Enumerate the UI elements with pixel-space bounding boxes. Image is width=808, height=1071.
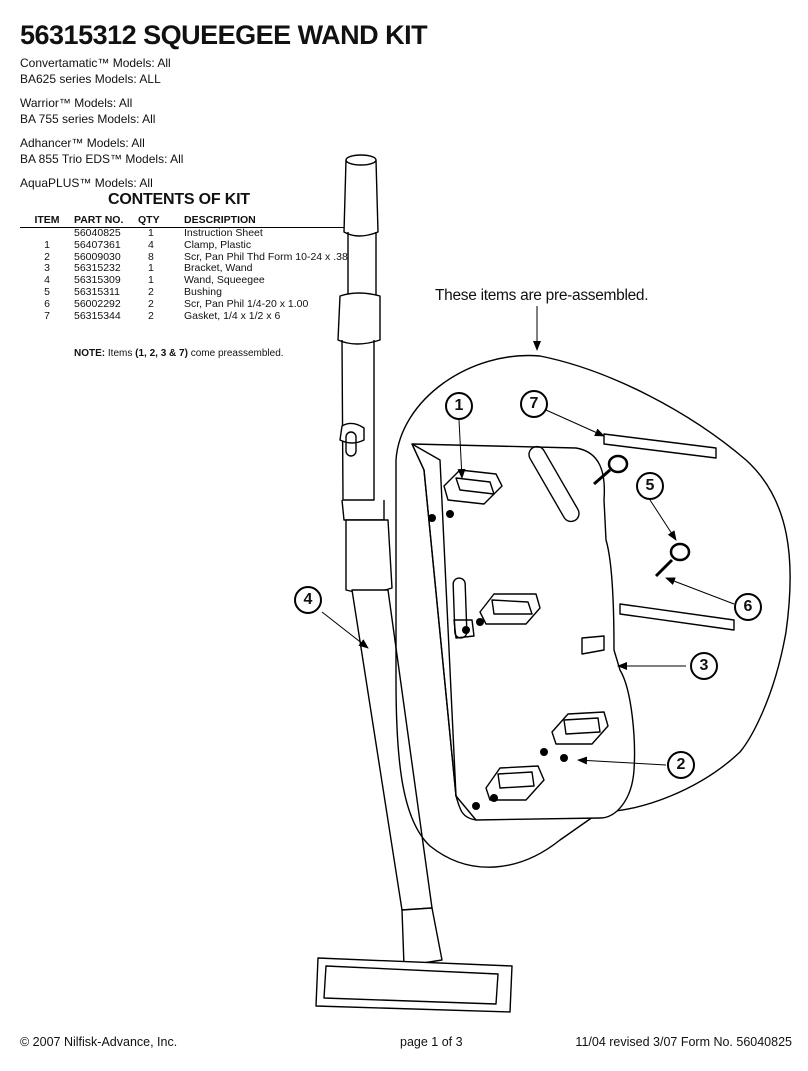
cell-part: 56315344 — [74, 309, 121, 322]
note-label: NOTE: — [74, 348, 106, 359]
cell-desc: Wand, Squeegee — [184, 274, 265, 287]
model-line: Warrior™ Models: All — [20, 96, 133, 110]
table-row: 3 56315232 1 Bracket, Wand — [20, 263, 356, 275]
table-row: 4 56315309 1 Wand, Squeegee — [20, 274, 356, 287]
header-item: ITEM — [20, 214, 74, 228]
cell-qty: 1 — [148, 262, 154, 275]
gasket-bottom — [619, 603, 735, 631]
leader-6 — [665, 577, 735, 605]
table-row: 7 56315344 2 Gasket, 1/4 x 1/2 x 6 — [20, 309, 356, 323]
clamp-lower-left — [485, 765, 545, 801]
compatible-models: Convertamatic™ Models: All BA625 series … — [20, 56, 183, 201]
callout-3: 3 — [690, 652, 718, 680]
cell-part: 56315311 — [74, 285, 120, 298]
header-qty: QTY — [138, 214, 184, 228]
assembly-outline — [395, 354, 791, 868]
cell-item: 1 — [44, 238, 50, 251]
cell-desc: Bushing — [184, 285, 222, 298]
bushing-lower — [669, 542, 691, 562]
cell-part: 56002292 — [74, 297, 121, 310]
table-row: 5 56315311 2 Bushing — [20, 285, 356, 299]
table-row: 2 56009030 8 Scr, Pan Phil Thd Form 10-24 x… — [20, 250, 356, 264]
cell-item: 4 — [44, 274, 50, 287]
cell-qty: 1 — [148, 274, 154, 287]
cell-desc: Scr, Pan Phil 1/4-20 x 1.00 — [184, 297, 309, 310]
cell-qty: 8 — [148, 250, 154, 263]
fastener-screws — [428, 510, 568, 810]
table-row: 56040825 1 Instruction Sheet — [20, 227, 356, 240]
screw-top — [593, 468, 611, 486]
wand-bracket — [411, 443, 636, 821]
footer-page-number: page 1 of 3 — [400, 1035, 463, 1049]
preassembled-note: NOTE: Items (1, 2, 3 & 7) come preassemb… — [74, 348, 284, 359]
cell-qty: 2 — [148, 309, 154, 322]
table-row: 6 56002292 2 Scr, Pan Phil 1/4-20 x 1.00 — [20, 297, 356, 311]
cell-desc: Bracket, Wand — [184, 262, 253, 275]
model-group-adhancer: Adhancer™ Models: All BA 855 Trio EDS™ M… — [20, 136, 183, 167]
model-line: Convertamatic™ Models: All — [20, 56, 171, 70]
contents-title: CONTENTS OF KIT — [108, 191, 250, 208]
cell-part: 56040825 — [74, 227, 121, 239]
model-line: Adhancer™ Models: All — [20, 136, 145, 150]
model-line: BA 755 series Models: All — [20, 111, 156, 126]
cell-qty: 2 — [148, 297, 154, 310]
table-row: 1 56407361 4 Clamp, Plastic — [20, 238, 356, 252]
cell-desc: Scr, Pan Phil Thd Form 10-24 x .38 — [184, 250, 348, 263]
leader-1 — [457, 419, 466, 479]
footer-copyright: © 2007 Nilfisk-Advance, Inc. — [20, 1035, 178, 1049]
footer-form-number: 11/04 revised 3/07 Form No. 56040825 — [575, 1035, 792, 1049]
callout-4: 4 — [294, 586, 322, 614]
clamp-middle — [479, 593, 541, 625]
leader-5 — [649, 499, 677, 541]
cell-item: 5 — [44, 285, 50, 298]
note-post: come preassembled. — [187, 348, 284, 359]
cell-item: 3 — [44, 262, 50, 275]
callout-2: 2 — [667, 751, 695, 779]
cell-qty: 1 — [148, 227, 154, 239]
cell-qty: 4 — [148, 238, 154, 251]
cell-item: 2 — [44, 250, 50, 263]
model-group-convertamatic: Convertamatic™ Models: All BA625 series … — [20, 56, 183, 87]
cell-part: 56009030 — [74, 250, 121, 263]
leader-2 — [577, 756, 667, 766]
cell-item: 6 — [44, 297, 50, 310]
cell-part: 56315309 — [74, 274, 121, 287]
header-description: DESCRIPTION — [184, 214, 356, 228]
callout-1: 1 — [445, 392, 473, 420]
model-line: BA625 series Models: ALL — [20, 71, 161, 86]
cell-part: 56407361 — [74, 238, 121, 251]
leader-7 — [545, 409, 605, 437]
note-pre: Items — [105, 348, 136, 359]
callout-7: 7 — [520, 390, 548, 418]
cell-desc: Clamp, Plastic — [184, 238, 252, 251]
clamp-lower-right — [551, 711, 609, 745]
model-line: BA 855 Trio EDS™ Models: All — [20, 151, 184, 166]
bushing-top — [607, 454, 629, 474]
cell-desc: Gasket, 1/4 x 1/2 x 6 — [184, 309, 281, 322]
gasket-top — [603, 433, 717, 459]
header-part-no: PART NO. — [74, 214, 138, 228]
callout-6: 6 — [734, 593, 762, 621]
squeegee-wand — [315, 154, 513, 1013]
page-title: 56315312 SQUEEGEE WAND KIT — [20, 20, 428, 50]
note-items: (1, 2, 3 & 7) — [135, 348, 188, 359]
screw-lower — [654, 558, 674, 578]
model-group-warrior: Warrior™ Models: All BA 755 series Model… — [20, 96, 183, 127]
cell-part: 56315232 — [74, 262, 121, 275]
callout-5: 5 — [636, 472, 664, 500]
model-group-aquaplus: AquaPLUS™ Models: All — [20, 176, 183, 192]
cell-desc: Instruction Sheet — [184, 227, 263, 239]
preassembled-label: These items are pre-assembled. — [435, 287, 649, 304]
model-line: AquaPLUS™ Models: All — [20, 176, 153, 190]
table-header-row: ITEM PART NO. QTY DESCRIPTION — [20, 214, 356, 228]
leader-4 — [321, 611, 369, 649]
cell-item: 7 — [44, 309, 50, 322]
cell-qty: 2 — [148, 285, 154, 298]
